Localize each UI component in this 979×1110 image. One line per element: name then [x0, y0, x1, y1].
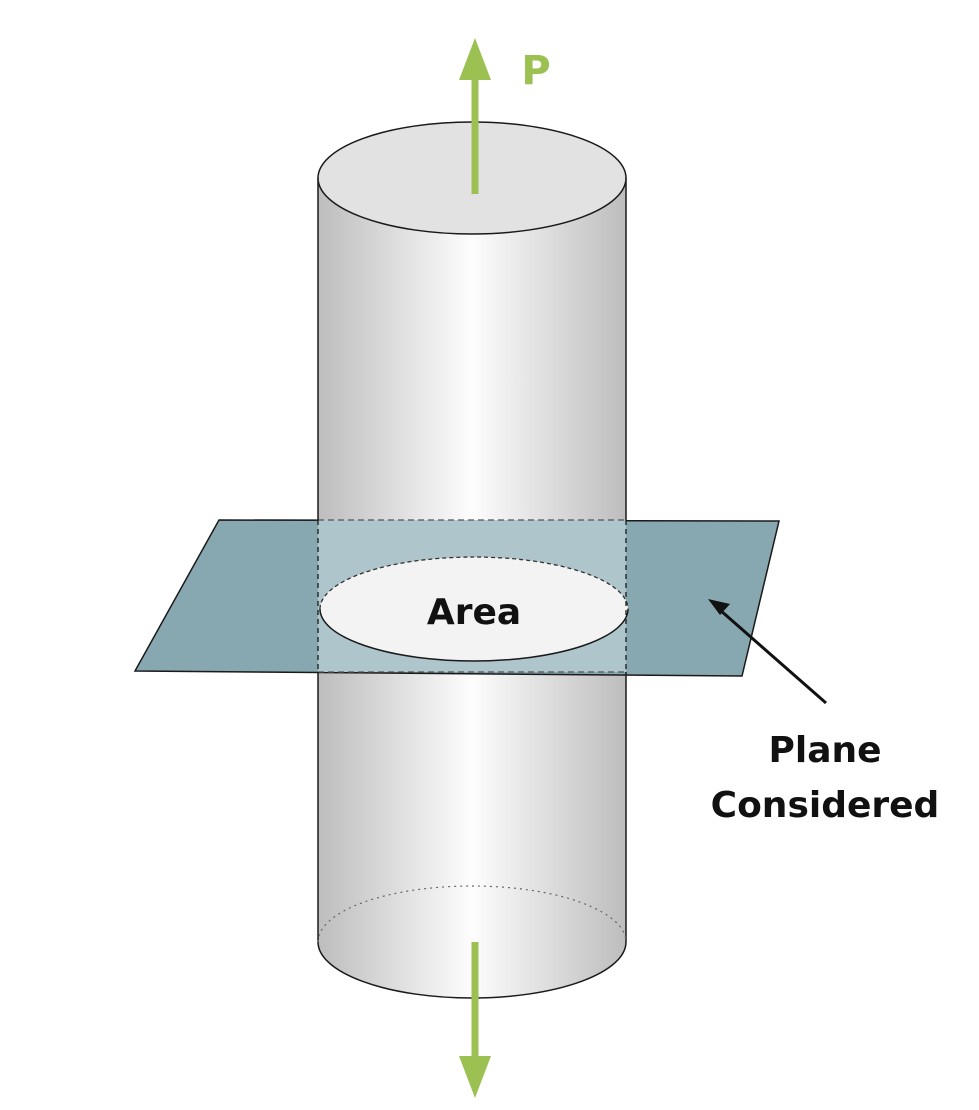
cross-section-area-front-edge — [319, 608, 629, 662]
plane-label-line1: Plane — [768, 730, 881, 771]
cylinder-upper-body — [318, 178, 626, 520]
area-label: Area — [427, 592, 521, 633]
cross-section-area-back-edge — [319, 556, 629, 610]
plane-label-line2: Considered — [711, 785, 940, 826]
force-label: P — [521, 48, 550, 94]
force-arrow-up — [459, 38, 491, 194]
cross-section-area — [320, 557, 628, 661]
force-arrow-down — [459, 942, 491, 1098]
plane-pointer-arrow — [708, 599, 827, 705]
cylinder-lower-body — [318, 672, 626, 998]
